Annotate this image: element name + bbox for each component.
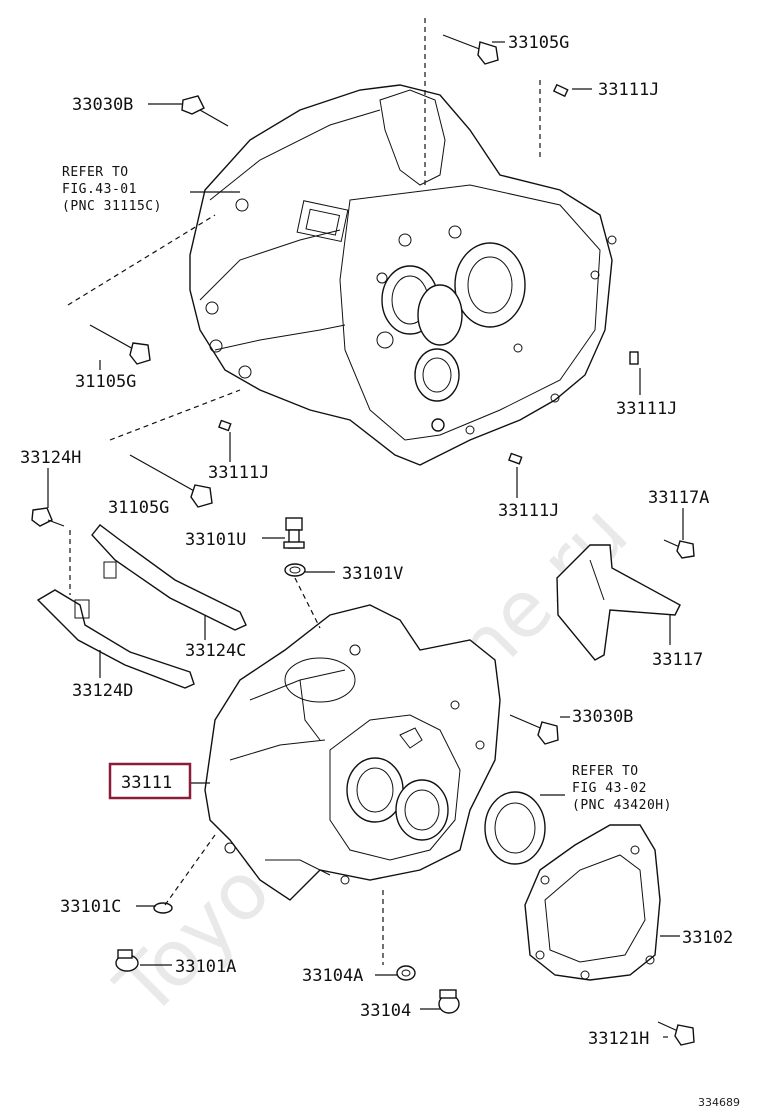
bracket-33124C: [91, 524, 247, 631]
ref1-line3: (PNC 31115C): [62, 199, 162, 214]
label-33104A: 33104A: [302, 966, 363, 986]
label-33030B-mid: 33030B: [572, 707, 633, 727]
ref1-line1: REFER TO: [62, 165, 129, 180]
oil-seal: [484, 791, 546, 865]
label-33121H: 33121H: [588, 1029, 649, 1049]
ref2-line3: (PNC 43420H): [572, 798, 672, 813]
bracket-33124D: [36, 589, 195, 689]
label-33124C: 33124C: [185, 641, 246, 661]
label-33101C: 33101C: [60, 897, 121, 917]
gasket-33104A: [396, 965, 416, 981]
label-33101A: 33101A: [175, 957, 236, 977]
plug-33104: [438, 989, 460, 1014]
ref1-line2: FIG.43-01: [62, 182, 137, 197]
pin-33111J-mid: [218, 419, 232, 432]
label-33111J-mid: 33111J: [208, 463, 269, 483]
label-33102: 33102: [682, 928, 733, 948]
label-33105G: 33105G: [508, 33, 569, 53]
ref2-line1: REFER TO: [572, 764, 639, 779]
leader-lines: [47, 18, 684, 1038]
bolt-33117A: [663, 539, 695, 559]
bolt-33030B-top: [181, 95, 229, 127]
bolt-33030B-mid: [509, 714, 559, 745]
label-33101U: 33101U: [185, 530, 246, 550]
label-33117A: 33117A: [648, 488, 709, 508]
plug-33101A: [115, 949, 139, 972]
label-33111J-top: 33111J: [598, 80, 659, 100]
diagram-number: 334689: [698, 1096, 740, 1109]
extension-housing: [524, 824, 661, 981]
bolt-31105G-left: [89, 324, 151, 365]
label-33117: 33117: [652, 650, 703, 670]
label-31105G-left: 31105G: [75, 372, 136, 392]
ref2-line2: FIG 43-02: [572, 781, 647, 796]
washer-33101C: [153, 902, 173, 914]
pin-33111J-top: [552, 83, 569, 98]
pin-33111J-right: [629, 351, 639, 365]
label-33124D: 33124D: [72, 681, 133, 701]
transaxle-case: [204, 604, 501, 901]
bolt-33105G: [442, 34, 499, 65]
plug-33101U: [283, 517, 305, 549]
label-33111[interactable]: 33111: [121, 773, 172, 793]
clutch-housing: [189, 84, 617, 466]
highlight-box-33111[interactable]: [108, 762, 192, 800]
label-33124H: 33124H: [20, 448, 81, 468]
label-33101V: 33101V: [342, 564, 403, 584]
bracket-33117: [556, 544, 681, 661]
label-33111J-right: 33111J: [616, 399, 677, 419]
gasket-33101V: [284, 563, 306, 577]
label-31105G-mid: 31105G: [108, 498, 169, 518]
bolt-33124H: [31, 507, 65, 527]
label-33104: 33104: [360, 1001, 411, 1021]
label-33030B-top: 33030B: [72, 95, 133, 115]
bolt-33121H: [657, 1021, 695, 1046]
pin-33111J-lower: [508, 452, 523, 465]
bolt-31105G-mid: [129, 454, 213, 508]
label-33111J-lower: 33111J: [498, 501, 559, 521]
